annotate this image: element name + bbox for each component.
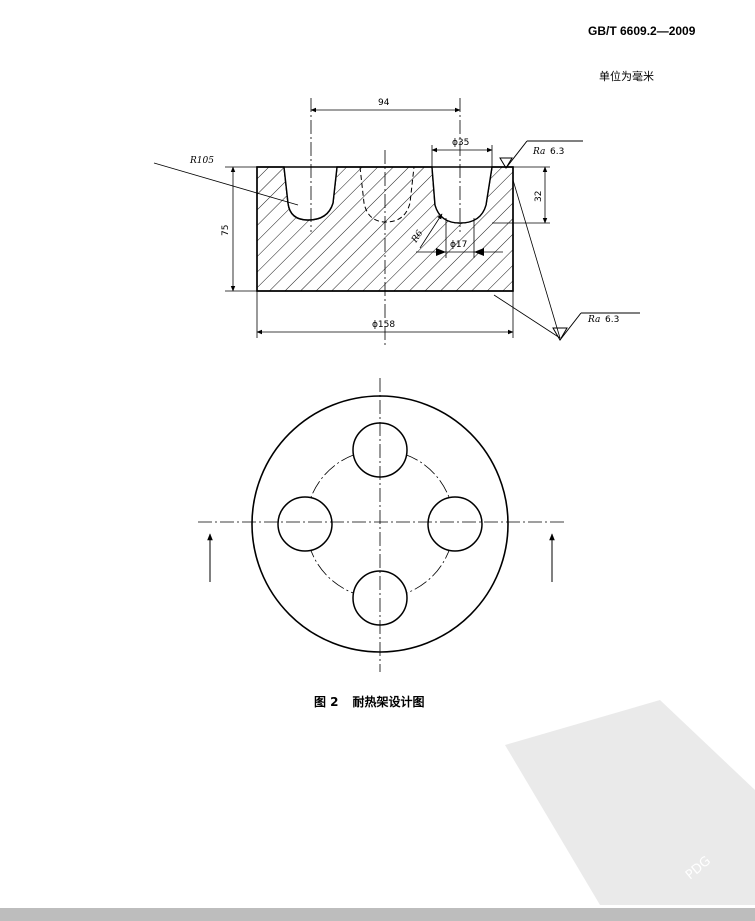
roughness-symbol-2: Ra 6.3 xyxy=(493,179,640,341)
radius-r105-label: R105 xyxy=(189,156,214,166)
dimension-dia-35: ϕ35 xyxy=(431,138,493,167)
dimension-94-label: 94 xyxy=(378,98,390,108)
figure-number: 图 2 xyxy=(314,695,339,709)
dimension-75-label: 75 xyxy=(221,225,231,236)
dimension-dia-35-label: ϕ35 xyxy=(452,138,469,148)
section-view xyxy=(256,98,514,345)
figure-title: 耐热架设计图 xyxy=(352,695,425,709)
dimension-32-label: 32 xyxy=(534,191,544,202)
figure-caption: 图 2 耐热架设计图 xyxy=(314,693,425,710)
roughness-1-prefix: Ra xyxy=(532,147,545,157)
dimension-dia-17-label: ϕ17 xyxy=(450,240,467,250)
unit-note: 单位为毫米 xyxy=(599,70,654,83)
plan-view xyxy=(198,378,565,672)
dimension-dia-158: ϕ158 xyxy=(256,291,514,338)
page-bottom-edge xyxy=(0,908,755,921)
hole-left xyxy=(277,496,333,552)
dimension-32: 32 xyxy=(492,166,550,224)
roughness-2-prefix: Ra xyxy=(587,315,600,325)
right-pocket xyxy=(431,166,493,224)
left-pocket xyxy=(283,166,338,221)
radius-r105-leader: R105 xyxy=(153,156,299,206)
hole-right xyxy=(427,496,483,552)
watermark-seal: PDG xyxy=(505,700,755,905)
standard-number: GB/T 6609.2—2009 xyxy=(588,24,696,38)
roughness-1-value: 6.3 xyxy=(550,147,564,157)
dimension-dia-158-label: ϕ158 xyxy=(372,320,395,330)
dimension-dia-17: ϕ17 xyxy=(416,218,503,258)
hidden-pocket xyxy=(359,166,415,223)
roughness-symbol-1: Ra 6.3 xyxy=(499,140,583,169)
dimension-94: 94 xyxy=(310,98,461,113)
roughness-2-value: 6.3 xyxy=(605,315,619,325)
dimension-75: 75 xyxy=(221,166,257,292)
